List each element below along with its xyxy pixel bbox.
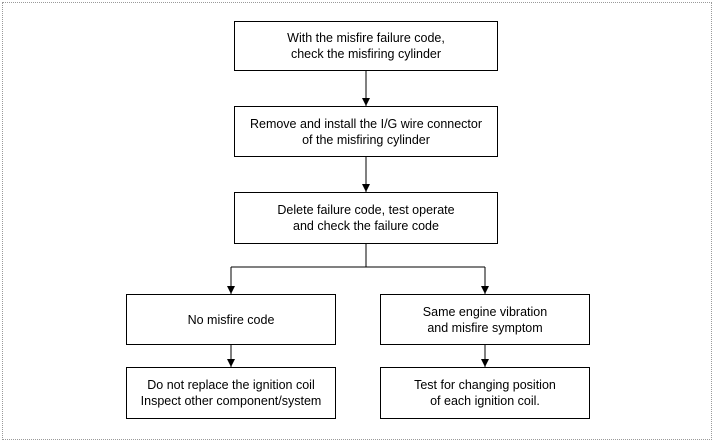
step-delete-and-check-code: Delete failure code, test operate and ch… — [234, 192, 498, 244]
branch-same-vibration: Same engine vibration and misfire sympto… — [380, 294, 590, 345]
step2-line1: Remove and install the I/G wire connecto… — [249, 116, 483, 131]
step1-line1: With the misfire failure code, — [287, 31, 445, 45]
result-do-not-replace-coil: Do not replace the ignition coil Inspect… — [126, 367, 336, 419]
step3-line2: and check the failure code — [293, 219, 439, 233]
right-result-line1: Test for changing position — [414, 378, 556, 392]
branch-no-misfire-code: No misfire code — [126, 294, 336, 345]
step-reinstall-ig-connector: Remove and install the I/G wire connecto… — [234, 106, 498, 157]
step1-line2: check the misfiring cylinder — [290, 47, 442, 61]
result-test-coil-position: Test for changing position of each ignit… — [380, 367, 590, 419]
right-branch-line2: and misfire symptom — [427, 320, 543, 335]
step-check-misfiring-cylinder: With the misfire failure code, check the… — [234, 21, 498, 71]
left-result-line1: Do not replace the ignition coil — [147, 378, 315, 392]
left-result-line2: Inspect other component/system — [140, 394, 322, 408]
step3-line1: Delete failure code, test operate — [277, 203, 455, 217]
right-branch-line1: Same engine vibration — [422, 304, 548, 319]
step2-line2: of the misfiring cylinder — [302, 132, 430, 147]
right-result-line2: of each ignition coil. — [430, 394, 540, 408]
left-branch-line1: No misfire code — [187, 312, 275, 327]
